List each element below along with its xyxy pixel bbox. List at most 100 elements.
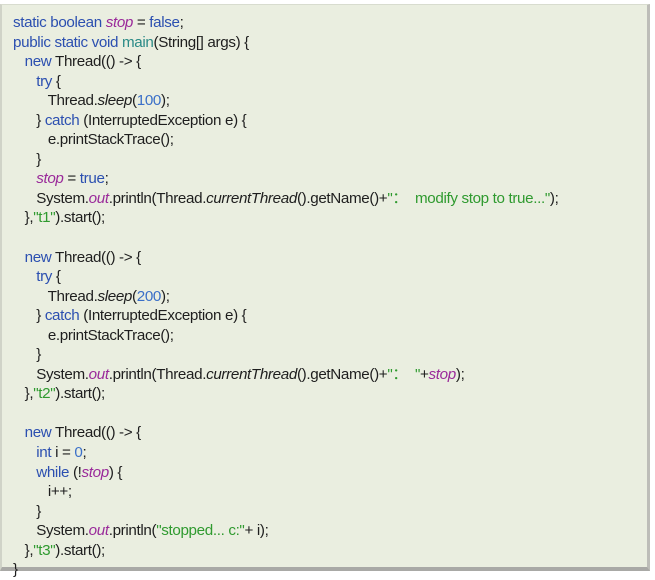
code-token: }, xyxy=(24,209,34,227)
code-token: ; xyxy=(82,444,87,462)
code-token: int xyxy=(36,444,52,462)
code-indent xyxy=(13,92,48,109)
code-line: new Thread(() -> { xyxy=(13,248,558,268)
code-token: e.printStackTrace(); xyxy=(47,326,174,344)
code-indent xyxy=(13,73,36,90)
code-token: (! xyxy=(69,463,82,481)
code-line: new Thread(() -> { xyxy=(13,423,558,443)
code-token: (InterruptedException e) { xyxy=(79,111,247,129)
code-indent xyxy=(13,503,36,520)
code-token: + xyxy=(420,365,429,383)
code-token: ); xyxy=(549,189,559,207)
code-indent xyxy=(13,424,25,441)
code-line xyxy=(13,404,558,424)
code-token: .println(Thread. xyxy=(108,365,207,383)
code-text: static boolean stop = false;public stati… xyxy=(13,13,559,580)
code-token: catch xyxy=(44,111,80,129)
code-indent xyxy=(13,366,36,383)
code-token: ().getName()+ xyxy=(296,365,388,383)
code-token: static boolean xyxy=(13,14,106,31)
code-indent xyxy=(13,522,36,539)
code-line: } xyxy=(13,560,558,580)
code-token: System. xyxy=(36,189,89,207)
code-token: } xyxy=(36,502,41,520)
code-token: new xyxy=(24,53,56,71)
code-token: 200 xyxy=(136,287,162,305)
code-token: catch xyxy=(44,307,80,325)
code-token: stop xyxy=(105,14,134,31)
code-token: false xyxy=(149,14,180,31)
code-indent xyxy=(13,268,36,285)
code-token: out xyxy=(88,189,109,207)
code-token: try xyxy=(36,268,53,286)
code-token: sleep xyxy=(97,287,133,305)
code-token: ) { xyxy=(108,463,123,481)
code-token: currentThread xyxy=(206,189,297,207)
code-token: System. xyxy=(36,365,89,383)
code-token: "t3" xyxy=(33,541,56,559)
code-token: Thread(() -> { xyxy=(55,53,141,71)
code-line: } xyxy=(13,150,558,170)
code-line: Thread.sleep(100); xyxy=(13,91,558,111)
code-line: static boolean stop = false; xyxy=(13,13,558,33)
code-line: System.out.println("stopped... c:"+ i); xyxy=(13,521,558,541)
code-indent xyxy=(13,209,25,226)
code-indent xyxy=(13,483,48,500)
code-indent xyxy=(13,131,48,148)
code-token: 100 xyxy=(136,92,162,110)
code-line: i++; xyxy=(13,482,558,502)
code-line: public static void main(String[] args) { xyxy=(13,33,558,53)
code-token: Thread. xyxy=(47,287,98,305)
code-indent xyxy=(13,288,48,305)
code-line xyxy=(13,228,558,248)
code-token: Thread. xyxy=(47,92,98,110)
code-indent xyxy=(13,346,36,363)
code-line: } catch (InterruptedException e) { xyxy=(13,306,558,326)
code-token: i++; xyxy=(47,483,72,501)
code-line: try { xyxy=(13,267,558,287)
code-token: ( xyxy=(132,287,137,305)
code-token: ; xyxy=(179,14,184,31)
code-line: System.out.println(Thread.currentThread(… xyxy=(13,189,559,209)
code-indent xyxy=(13,249,25,266)
code-line: } xyxy=(13,345,558,365)
code-token: out xyxy=(88,365,109,383)
code-token: .println( xyxy=(108,522,157,540)
code-token: sleep xyxy=(97,92,133,110)
code-token: = xyxy=(133,14,150,31)
code-token: "stopped... c:" xyxy=(156,522,245,540)
code-indent xyxy=(13,385,25,402)
code-token: stop xyxy=(36,170,64,188)
code-token: } xyxy=(36,307,45,325)
code-token: (String[] args) { xyxy=(153,33,250,51)
code-token: .println(Thread. xyxy=(108,189,207,207)
code-line: try { xyxy=(13,72,558,92)
code-line: stop = true; xyxy=(13,169,558,189)
code-line: } xyxy=(13,502,558,522)
code-token: new xyxy=(24,248,56,266)
code-indent xyxy=(13,542,25,559)
code-indent xyxy=(13,112,36,129)
code-token: "： " xyxy=(387,365,421,383)
code-token: ; xyxy=(104,170,109,188)
code-token: ).start(); xyxy=(55,209,105,227)
code-token: } xyxy=(36,150,41,168)
code-token: Thread(() -> { xyxy=(55,424,141,442)
code-token: } xyxy=(36,111,45,129)
code-token: public static void xyxy=(13,33,122,51)
code-token: ().getName()+ xyxy=(296,189,388,207)
code-token: + i); xyxy=(244,522,269,540)
code-indent xyxy=(13,151,36,168)
code-token: ( xyxy=(132,92,137,110)
code-token: (InterruptedException e) { xyxy=(79,307,247,325)
code-line: },"t2").start(); xyxy=(13,384,558,404)
code-token: "t1" xyxy=(33,209,56,227)
code-token: currentThread xyxy=(206,365,297,383)
code-token: 0 xyxy=(74,444,83,462)
code-token: ).start(); xyxy=(55,541,105,559)
code-token: stop xyxy=(81,463,110,481)
code-token: "： modify stop to true..." xyxy=(387,189,550,207)
code-token: }, xyxy=(24,385,34,403)
code-token: }, xyxy=(24,541,34,559)
code-indent xyxy=(13,190,36,207)
